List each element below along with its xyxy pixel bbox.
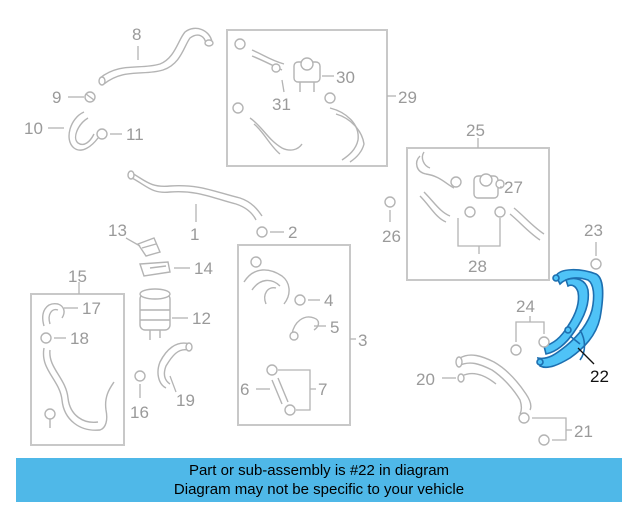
part-20-hose [455,354,532,415]
callout-24: 24 [516,297,535,316]
banner-line-1: Part or sub-assembly is #22 in diagram [188,462,450,479]
part-23-clamp [590,258,602,270]
callout-21: 21 [574,422,593,441]
callout-2: 2 [288,223,297,242]
callout-7: 7 [318,380,327,399]
part-1-hose [127,170,263,221]
callout-27: 27 [504,178,523,197]
callout-11: 11 [126,125,144,144]
callout-26: 26 [382,227,401,246]
part-26-clamp [384,196,396,208]
box-29-parts [232,38,365,163]
group-box-25 [406,147,550,281]
callout-20: 20 [416,370,435,389]
callout-25: 25 [466,121,485,140]
part-19-hose [157,342,193,389]
callout-13: 13 [108,221,127,240]
callout-5: 5 [330,318,339,337]
callout-31: 31 [272,95,291,114]
callout-18: 18 [70,329,89,348]
part-14-bracket [139,261,171,277]
part-2-clamp [256,226,268,238]
callout-17: 17 [82,299,101,318]
part-13-bracket [136,237,161,257]
callout-16: 16 [130,403,149,422]
callout-10: 10 [24,119,43,138]
part-24-clamps [510,336,550,356]
part-10-hose [68,111,99,151]
part-22-pipe-assembly [536,268,604,369]
part-8-hose [98,27,214,86]
part-16-clamp [134,370,146,382]
callout-6: 6 [240,380,249,399]
part-21-clamps [518,412,550,446]
group-box-29 [226,29,388,167]
callout-22: 22 [590,367,609,386]
notice-banner: Part or sub-assembly is #22 in diagram D… [16,458,622,502]
callout-29: 29 [398,88,417,107]
callout-15: 15 [68,267,87,286]
callout-14: 14 [194,259,213,278]
box-25-parts [415,151,545,241]
callout-30: 30 [336,68,355,87]
callout-23: 23 [584,221,603,240]
callout-8: 8 [132,25,141,44]
callout-12: 12 [192,309,211,328]
callout-28: 28 [468,257,487,276]
box-3-parts [243,256,320,416]
part-11-clamp [96,128,108,140]
callout-9: 9 [52,88,61,107]
callout-3: 3 [358,331,367,350]
callout-4: 4 [324,291,333,310]
banner-line-2: Diagram may not be specific to your vehi… [173,481,465,498]
part-12-pump [139,288,171,340]
part-9-clamp [84,91,96,103]
group-box-15 [30,293,125,446]
part-15-hose [42,347,115,431]
part-18-clamp [40,332,52,344]
callout-19: 19 [176,391,195,410]
part-17-hose [42,303,65,327]
callout-1: 1 [190,225,199,244]
